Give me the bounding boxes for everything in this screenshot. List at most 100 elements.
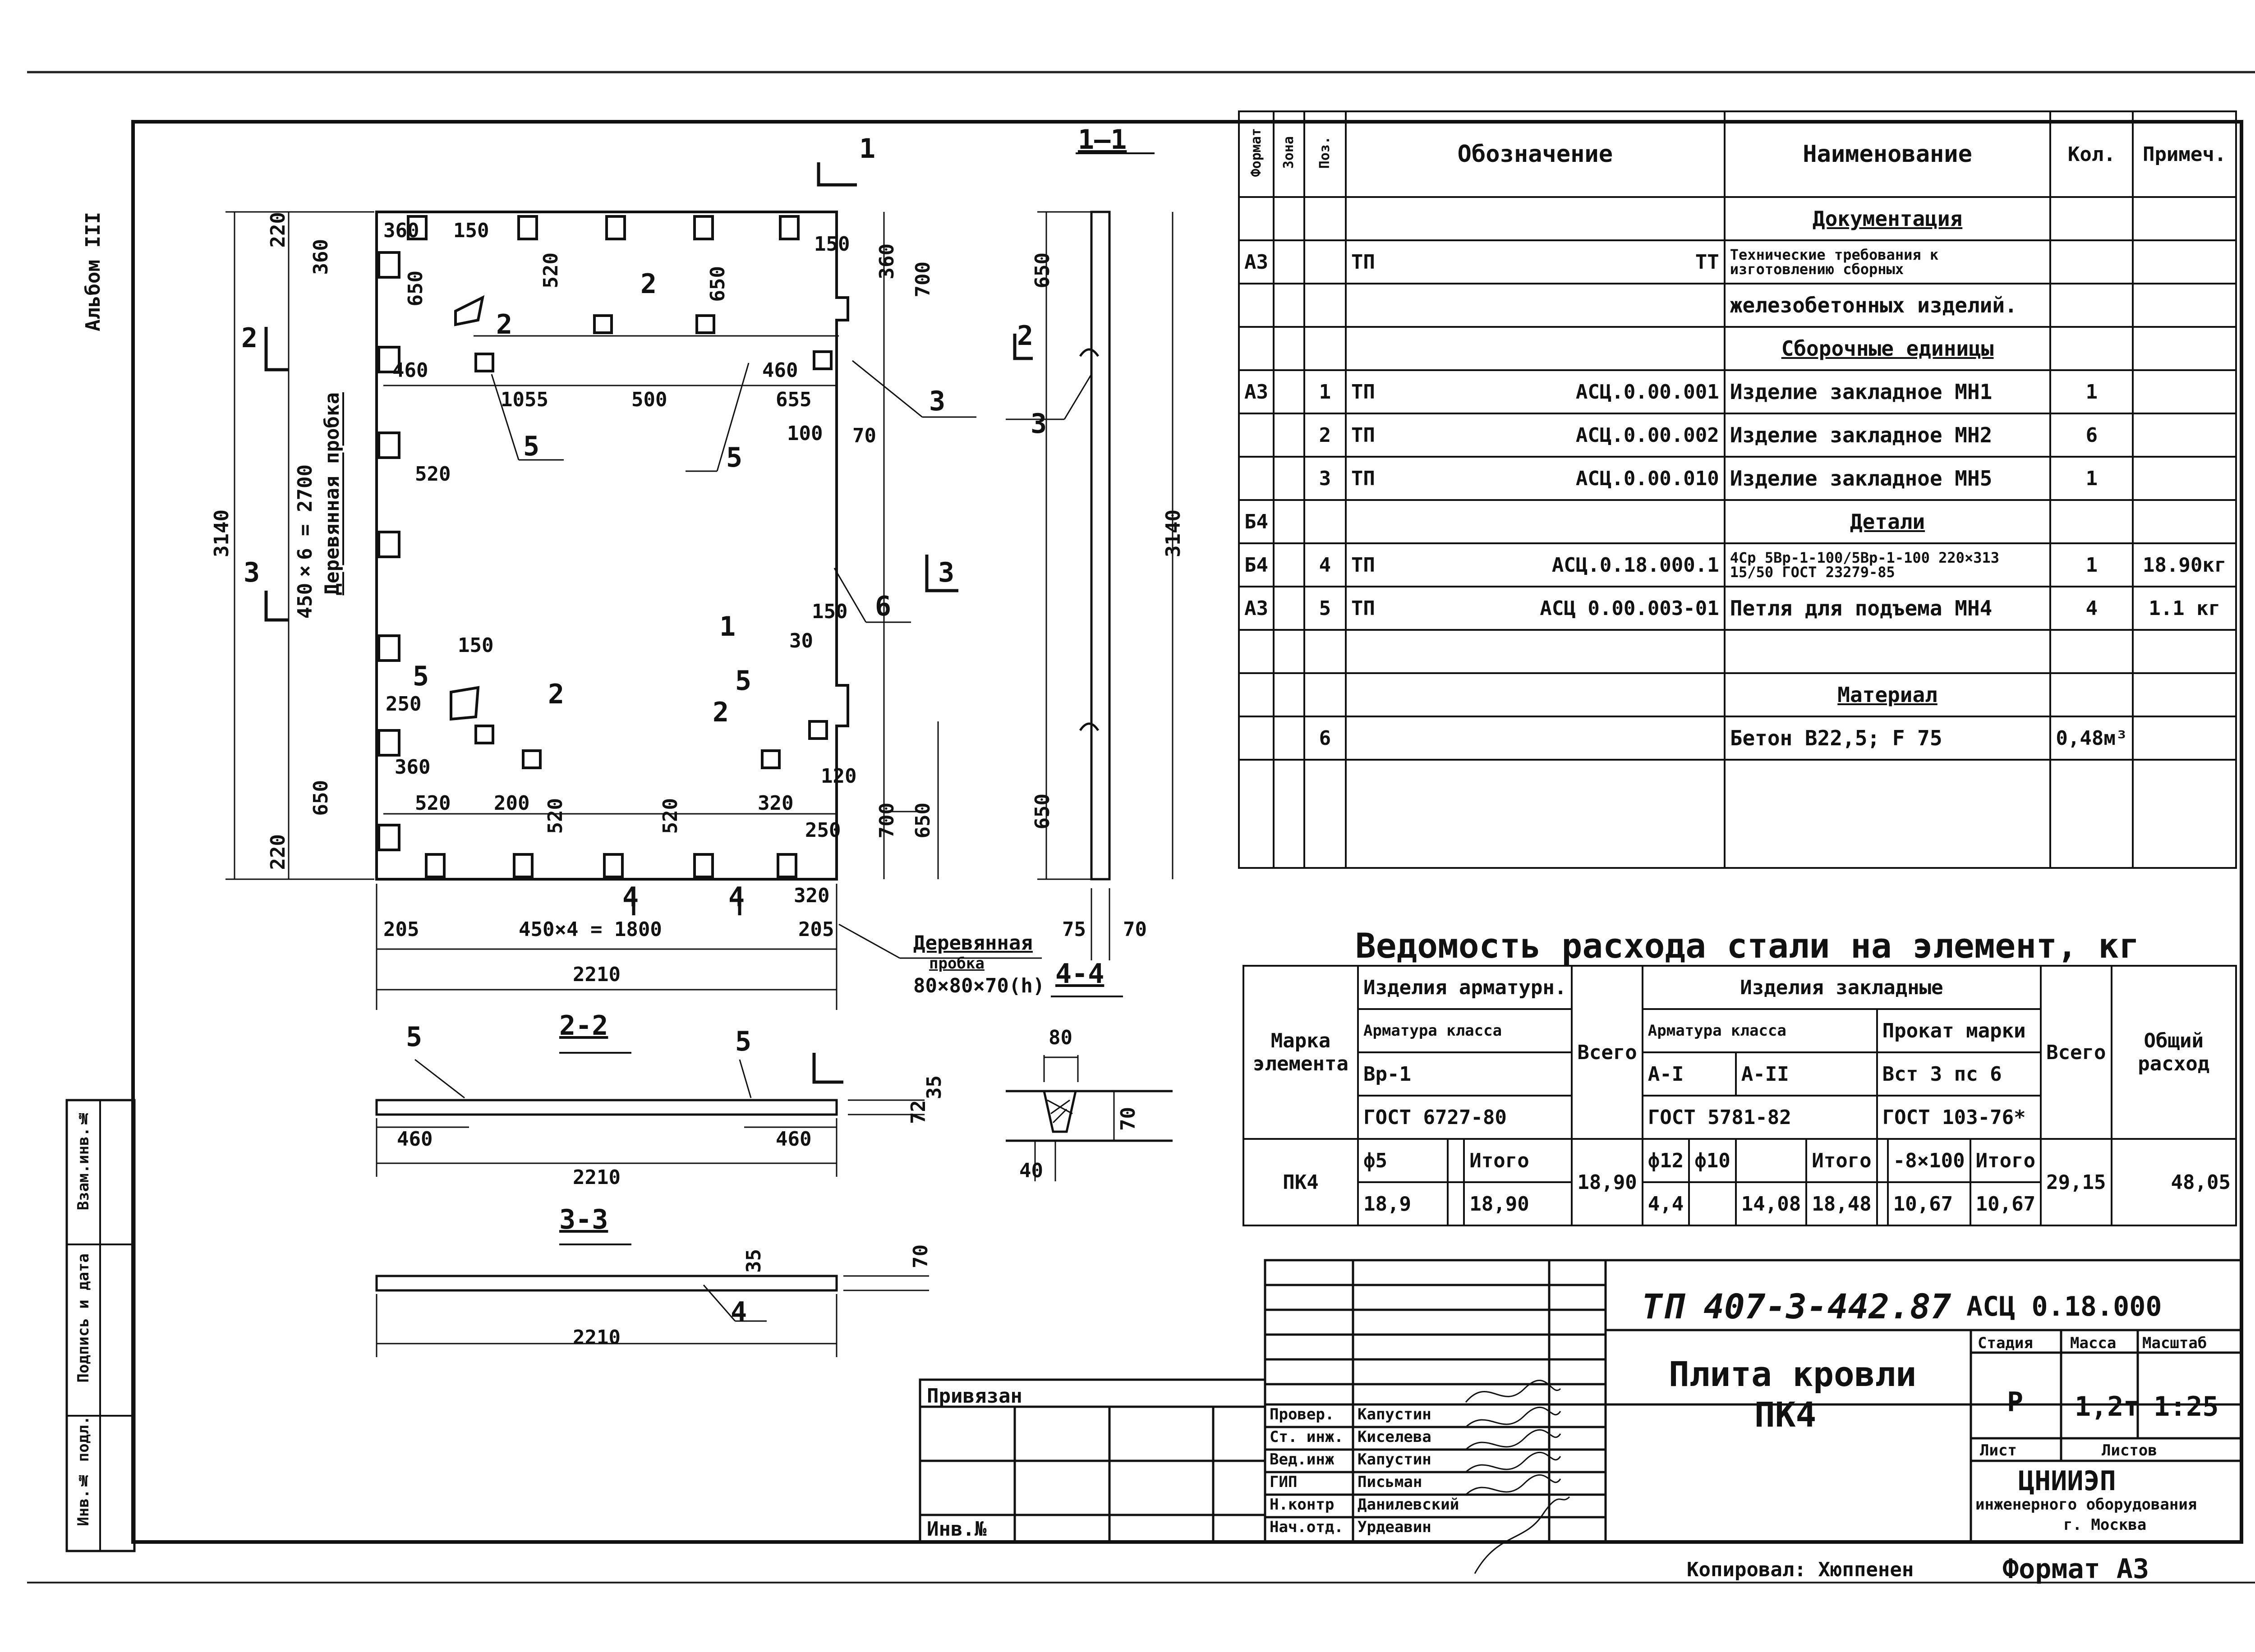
- spec-note: 1.1 кг: [2132, 586, 2237, 631]
- spec-designation: [1344, 716, 1726, 761]
- dim-label: 520: [415, 792, 451, 815]
- spec-pos: 5: [1303, 586, 1347, 631]
- position-mark: 1: [859, 133, 876, 165]
- position-mark: 3: [929, 385, 946, 417]
- spec-pos: [1303, 196, 1347, 241]
- spec-name: Документация: [1723, 196, 2052, 241]
- privyazan-label: Привязан: [927, 1385, 1022, 1408]
- dim-label: 250: [386, 693, 422, 716]
- side-box-label: Инв.№ подл.: [74, 1416, 92, 1526]
- spec-code: ТТ: [1695, 250, 1719, 274]
- spec-zone: [1272, 196, 1305, 241]
- dim-label: 460: [776, 1128, 812, 1151]
- dim-label: 320: [758, 792, 794, 815]
- col-header-format: Формат: [1238, 110, 1275, 198]
- dim-label: 500: [631, 388, 667, 411]
- steel-h-mark: Марка элемента: [1243, 965, 1359, 1140]
- spec-format: А3: [1238, 586, 1275, 631]
- col-header-qty: Кол.: [2049, 110, 2134, 198]
- stage-value: Р: [2007, 1386, 2024, 1418]
- dim-label: 650: [404, 271, 427, 307]
- dim-label: 250: [805, 819, 841, 842]
- specification-table: Формат Зона Поз. Обозначение Наименовани…: [1238, 110, 2237, 869]
- sheet-label: Лист: [1980, 1441, 2017, 1459]
- dim-label: 200: [494, 792, 530, 815]
- spec-pos: [1303, 283, 1347, 328]
- position-mark: 3: [1031, 408, 1047, 440]
- spec-format: [1238, 196, 1275, 241]
- spec-name: Петля для подъема МН4: [1723, 586, 2052, 631]
- dim-label: 360: [875, 243, 898, 280]
- spec-qty: [2049, 283, 2134, 328]
- steel-h-itogo: Итого: [1805, 1138, 1878, 1183]
- steel-h-gost3: ГОСТ 103-76*: [1876, 1095, 2042, 1140]
- dim-label: 655: [776, 388, 812, 411]
- spec-designation: [1344, 326, 1726, 371]
- steel-phi5: 18,9: [1357, 1181, 1449, 1226]
- spec-note: [2132, 196, 2237, 241]
- spec-name: 4Cр 5Вр-1-100/5Вр-1-100 220×313 15/50 ГО…: [1723, 542, 2052, 587]
- steel-h-total: Всего: [1571, 965, 1643, 1140]
- spec-zone: [1272, 629, 1305, 674]
- position-mark: 3: [938, 557, 955, 588]
- dim-label: 3140: [1162, 509, 1185, 557]
- section-3-3-label: 3-3: [559, 1204, 608, 1235]
- drawing-title: Плита кровли: [1669, 1354, 1917, 1394]
- drawing-title-mark: ПК4: [1754, 1395, 1817, 1435]
- steel-itogo1: 18,90: [1463, 1181, 1573, 1226]
- steel-phi10: 14,08: [1735, 1181, 1808, 1226]
- spec-designation: [1344, 283, 1726, 328]
- spec-pos: 3: [1303, 456, 1347, 501]
- spec-pos: 6: [1303, 716, 1347, 761]
- spec-zone: [1272, 369, 1305, 414]
- dim-label: 650: [911, 803, 934, 839]
- position-mark: 5: [735, 1026, 752, 1057]
- position-mark: 4: [731, 1296, 747, 1328]
- steel-h-vst: Вст 3 пс 6: [1876, 1051, 2042, 1097]
- spec-qty: 6: [2049, 413, 2134, 458]
- steel-h-a2: А-II: [1735, 1051, 1878, 1097]
- copied-by: Копировал: Хюппенен: [1687, 1558, 1914, 1581]
- dim-label: 650: [1031, 252, 1054, 289]
- spec-format: А3: [1238, 239, 1275, 285]
- spec-qty: 1: [2049, 369, 2134, 414]
- dim-label: 30: [789, 629, 813, 652]
- spec-code: АСЦ 0.00.003-01: [1540, 597, 1719, 620]
- spec-format: Б4: [1238, 499, 1275, 544]
- dim-label: 150: [453, 219, 489, 242]
- dim-label: 70: [1123, 918, 1147, 941]
- dim-label: 35: [923, 1075, 946, 1099]
- spec-pos: [1303, 326, 1347, 371]
- dim-label: 460: [392, 359, 428, 382]
- steel-strip: 10,67: [1887, 1181, 1971, 1226]
- album-label: Альбом III: [82, 212, 105, 331]
- spec-qty: 0,48м³: [2049, 716, 2134, 761]
- spec-format: [1238, 716, 1275, 761]
- dim-label: 70: [852, 424, 876, 447]
- spec-note: [2132, 413, 2237, 458]
- spec-code-prefix: ТП: [1351, 467, 1375, 490]
- spec-note: [2132, 456, 2237, 501]
- spec-row: Сборочные единицы: [1238, 326, 2237, 371]
- dim-label: 700: [875, 803, 898, 839]
- spec-qty: [2049, 629, 2134, 674]
- col-header-zone: Зона: [1272, 110, 1305, 198]
- dim-label: 360: [395, 756, 431, 779]
- section-4-4-label: 4-4: [1055, 958, 1104, 990]
- steel-h-vr1: Вр-1: [1357, 1051, 1573, 1097]
- position-mark: 5: [406, 1021, 423, 1053]
- signature-role: ГИП: [1270, 1473, 1298, 1491]
- spec-designation: [1344, 196, 1726, 241]
- spec-note: [2132, 716, 2237, 761]
- dim-label: 360: [309, 239, 332, 275]
- wood-plug-note: 80×80×70(h): [913, 974, 1045, 997]
- dim-label: 700: [911, 262, 934, 298]
- spec-zone: [1272, 586, 1305, 631]
- dim-label: 150: [814, 233, 850, 256]
- spec-note: [2132, 672, 2237, 717]
